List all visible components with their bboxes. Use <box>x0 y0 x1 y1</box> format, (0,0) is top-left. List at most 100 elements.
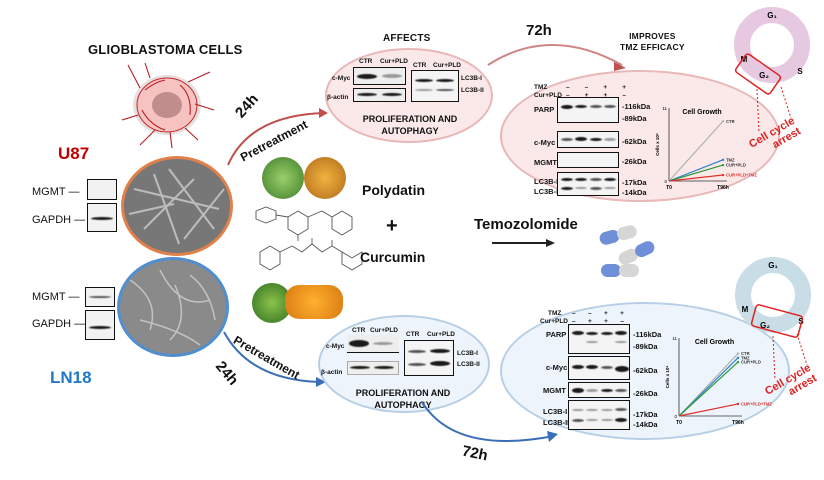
eff-bottom-lc3bii-label: LC3B-II <box>543 418 570 427</box>
temozolomide-label: Temozolomide <box>474 216 578 233</box>
phase-label: G₁ <box>767 11 777 20</box>
eff-bottom-parp-blot <box>568 324 630 354</box>
y-tick-label: 0 <box>664 179 667 184</box>
eff-top-mgmt-label: MGMT <box>534 158 557 167</box>
affects-bottom-lane-ctr: CTR <box>352 327 366 334</box>
series-label: TMZ <box>726 157 735 162</box>
top-72h-label: 72h <box>526 22 552 39</box>
phase-label: G₂ <box>759 71 769 80</box>
phase-label: G₂ <box>760 321 770 330</box>
ln18-gapdh-label: GAPDH — <box>32 318 86 330</box>
curcumin-label: Curcumin <box>360 249 426 265</box>
cell-line-ln18-label: LN18 <box>50 368 92 387</box>
eff-top-parp-blot <box>557 97 619 123</box>
bottom-pretreatment-arrow-icon <box>223 331 326 387</box>
series-line-tmz <box>668 159 724 182</box>
phase-label: M <box>741 55 748 64</box>
affects-bottom-lc3b-ii: LC3B-II <box>457 361 480 368</box>
glioblastoma-title: GLIOBLASTOMA CELLS <box>88 42 243 57</box>
series-line-cur-pld-tmz <box>678 403 739 417</box>
series-line-ctr <box>668 120 724 182</box>
u87-mgmt-label: MGMT — <box>32 186 80 198</box>
series-point <box>736 356 740 360</box>
arrest-highlight-box <box>750 304 804 338</box>
y-tick-label: 11 <box>672 336 677 341</box>
affects-top-lc3-blot <box>411 70 459 102</box>
ln18-mgmt-blot <box>85 287 115 307</box>
u87-gapdh-blot <box>87 203 117 232</box>
plus-sign: + <box>386 215 398 237</box>
efficacy-panel-bottom <box>500 302 790 440</box>
arrest-dashed-line <box>780 86 792 119</box>
ln18-sem-image <box>117 257 229 357</box>
affects-bottom-lane-curpld: Cur+PLD <box>370 327 398 334</box>
eff-top-parp-label: PARP <box>534 105 555 114</box>
phase-label: G₁ <box>768 261 778 270</box>
eff-top-lc3-blot <box>557 172 619 196</box>
curcumin-structure-icon <box>259 238 363 271</box>
series-label: CTR <box>741 351 750 356</box>
affects-top-lane-curpld: Cur+PLD <box>380 58 408 65</box>
bottom-72h-arrow-icon <box>421 401 558 442</box>
eff-bottom-tmz-label: TMZ <box>548 310 562 317</box>
series-label: CUR+PLD+TMZ <box>726 173 757 178</box>
eff-bottom-kda-14: -14kDa <box>633 420 658 429</box>
eff-bottom-mgmt-blot <box>568 382 630 398</box>
affects-top-cmyc-blot <box>353 67 406 85</box>
eff-bottom-mgmt-label: MGMT <box>543 386 566 395</box>
affects-bottom-lc3-blot <box>404 340 454 376</box>
y-tick-label: 11 <box>662 106 667 111</box>
series-line-cur-pld <box>668 164 724 182</box>
series-point <box>736 360 740 364</box>
top-72h-arrow-icon <box>487 44 626 71</box>
cell-line-u87-label: U87 <box>58 144 90 163</box>
eff-bottom-parp-label: PARP <box>546 330 567 339</box>
pills-icon <box>599 225 655 277</box>
ln18-mgmt-label: MGMT — <box>32 291 80 303</box>
eff-top-curpld-values: –++– <box>566 92 626 99</box>
u87-sem-image <box>121 156 233 256</box>
affects-bottom-lc3b-i: LC3B-I <box>457 350 478 357</box>
eff-top-cmyc-blot <box>557 131 619 148</box>
eff-top-kda-14: -14kDa <box>622 188 647 197</box>
u87-mgmt-blot <box>87 179 117 200</box>
series-label: CTR <box>726 119 735 124</box>
series-point <box>721 158 725 161</box>
eff-bottom-cmyc-label: c-Myc <box>546 363 568 372</box>
series-label: CUR+PLD <box>741 360 761 365</box>
arrest-highlight-box <box>734 53 782 95</box>
affects-top-lc3-lane-ctr: CTR <box>413 62 427 69</box>
affects-bottom-bactin-blot <box>347 361 399 375</box>
cell-cycle-ring <box>735 257 811 333</box>
ln18-gapdh-blot <box>85 310 115 340</box>
polydatin-label: Polydatin <box>362 182 426 198</box>
polydatin-structure-icon <box>255 206 353 241</box>
affects-bottom-cmyc-blot <box>347 335 399 353</box>
x-tick-label: T96h <box>732 420 744 426</box>
eff-bottom-lc3bi-label: LC3B-I <box>543 407 568 416</box>
x-tick-label: T0 <box>676 420 682 426</box>
cell-cycle-ring <box>734 7 810 83</box>
affects-panel-top <box>325 48 493 143</box>
y-tick-label: 0 <box>674 414 677 419</box>
eff-bottom-kda-26: -26kDa <box>633 389 658 398</box>
affects-top-bactin-blot <box>353 88 406 102</box>
series-line-cur-pld <box>678 361 739 417</box>
eff-bottom-kda-116: -116kDa <box>633 330 662 339</box>
series-point <box>721 163 725 167</box>
affects-title: AFFECTS <box>383 33 431 44</box>
series-point <box>721 120 725 123</box>
series-label: TMZ <box>741 355 750 360</box>
polydatin-root-image <box>304 157 346 199</box>
eff-top-lc3bi-label: LC3B-I <box>534 177 559 186</box>
efficacy-panel-top <box>500 70 780 202</box>
top-pretreatment-arrow-icon <box>227 108 328 166</box>
eff-bottom-curpld-label: Cur+PLD <box>540 318 568 325</box>
affects-top-row-cmyc: c-Myc <box>332 75 351 82</box>
